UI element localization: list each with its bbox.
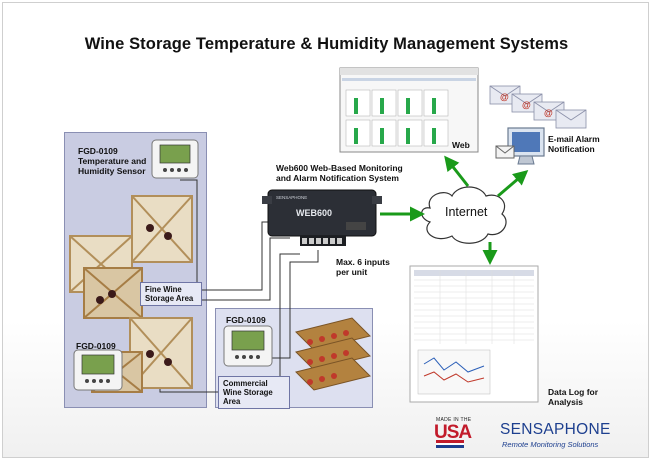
internet-label: Internet [445, 205, 488, 219]
us-flag-icon [436, 440, 464, 448]
commercial-wine-area-label: Commercial Wine Storage Area [218, 376, 290, 409]
brand-tagline: Remote Monitoring Solutions [502, 440, 599, 449]
sensor-bottom-model: FGD-0109 [76, 341, 116, 351]
brand-name: SENSAPHONE [500, 421, 611, 438]
made-in-label: MADE IN THE [436, 417, 472, 423]
inputs-note: Max. 6 inputs per unit [336, 257, 390, 277]
sensor-top-name: Temperature and Humidity Sensor [78, 156, 147, 176]
sensor-top-model: FGD-0109 [78, 146, 118, 156]
sensor-commercial-model: FGD-0109 [226, 315, 266, 325]
envelope-icon: @ @ @ [489, 85, 587, 129]
wine-rack-icon [91, 317, 193, 393]
svg-text:@: @ [500, 92, 509, 102]
usa-logo-text: USA [434, 422, 472, 443]
wine-rack-icon [69, 195, 193, 319]
sensor-display-icon [223, 325, 273, 367]
sensor-display-icon [73, 349, 123, 391]
device-brand: SENSAPHONE [276, 195, 307, 200]
page-title: Wine Storage Temperature & Humidity Mana… [84, 35, 569, 53]
svg-text:@: @ [522, 100, 531, 110]
sensor-display-icon [151, 139, 199, 179]
data-log-label: Data Log for Analysis [548, 387, 599, 407]
web600-label: Web600 Web-Based Monitoring and Alarm No… [276, 163, 403, 183]
svg-text:@: @ [544, 108, 553, 118]
connection-arrows [380, 155, 529, 265]
data-log-icon [409, 265, 539, 403]
web-label: Web [452, 140, 470, 150]
fine-wine-area-label: Fine Wine Storage Area [140, 282, 202, 306]
cloud-icon [421, 186, 507, 244]
computer-monitor-icon [495, 127, 545, 165]
device-logo: WEB600 [296, 208, 332, 218]
email-alarm-label: E-mail Alarm Notification [548, 134, 600, 154]
wine-rack-icon [295, 317, 371, 391]
web600-device-icon: SENSAPHONE WEB600 [262, 189, 382, 246]
web-dashboard-icon [339, 67, 479, 153]
